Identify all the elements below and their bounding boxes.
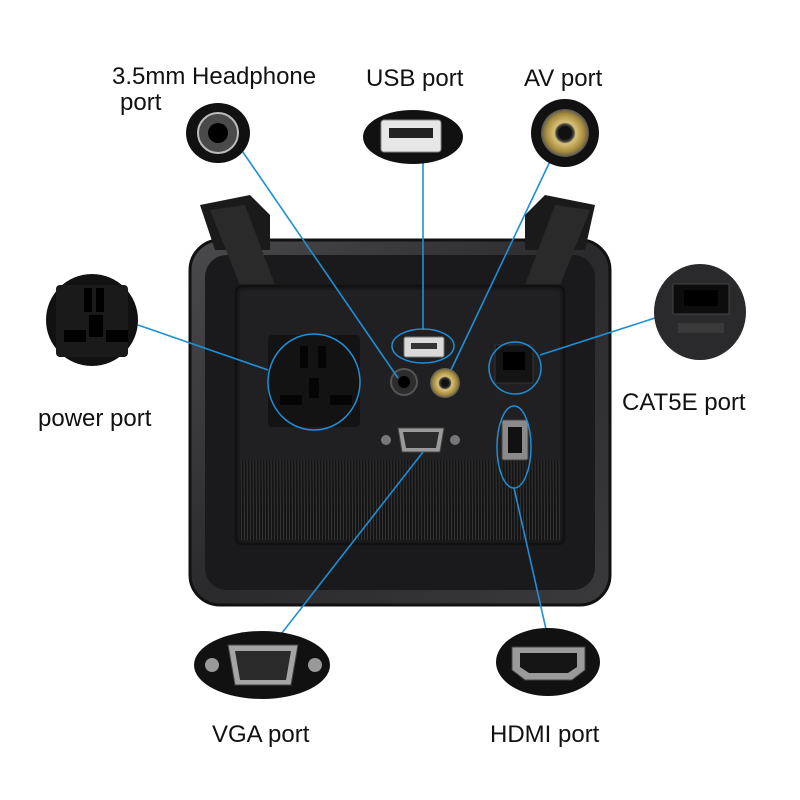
leader-line-headphone	[235, 141, 399, 379]
leader-lines	[137, 141, 656, 639]
panel-vga-port	[381, 427, 460, 453]
vga-port-icon	[194, 631, 330, 699]
leader-line-av	[450, 154, 554, 371]
hdmi-port-icon	[496, 628, 600, 696]
rj45-port-icon	[654, 264, 746, 360]
label-usb: USB port	[366, 65, 464, 92]
socket-box	[188, 195, 612, 607]
label-power: power port	[38, 405, 152, 432]
label-headphone-line2: port	[120, 89, 162, 116]
label-headphone-line1: 3.5mm Headphone	[112, 63, 317, 90]
power-socket-icon	[46, 274, 138, 366]
leader-line-vga	[277, 451, 424, 639]
panel-av-port	[430, 368, 460, 398]
label-vga: VGA port	[212, 721, 310, 748]
leader-line-hdmi	[513, 487, 549, 639]
label-hdmi: HDMI port	[490, 721, 600, 748]
panel-headphone-jack	[390, 368, 418, 396]
leader-line-cat5e	[539, 317, 656, 356]
label-headphone: 3.5mm Headphone port	[112, 64, 316, 116]
av-rca-port-icon	[531, 99, 599, 167]
panel-rj45-port	[488, 341, 542, 395]
label-av: AV port	[524, 65, 603, 92]
panel-power-socket	[267, 333, 361, 431]
panel-hdmi-port	[496, 405, 532, 489]
usb-port-icon	[363, 110, 463, 164]
headphone-jack-icon	[186, 103, 250, 163]
label-cat5e: CAT5E port	[622, 389, 746, 416]
leader-line-power	[137, 324, 269, 371]
